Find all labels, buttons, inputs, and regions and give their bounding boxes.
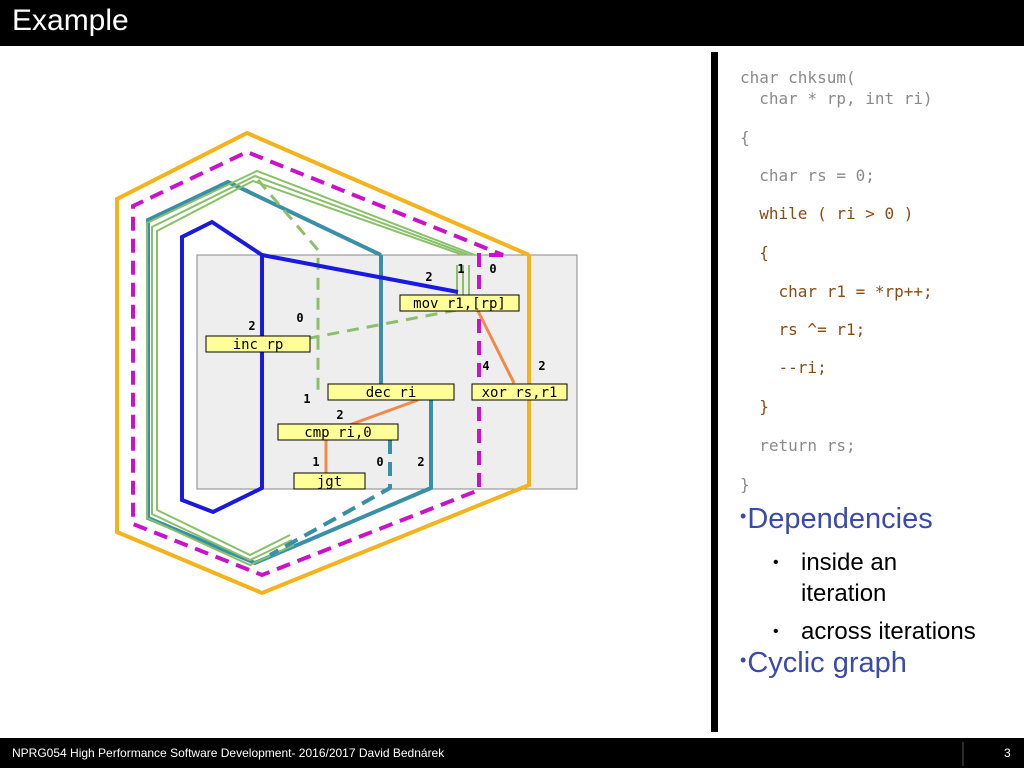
node-xor-label: xor rs,r1 [482, 385, 558, 401]
footer-bar: NPRG054 High Performance Software Develo… [0, 738, 1024, 768]
page-number: 3 [1004, 746, 1011, 760]
code-line: char * rp, int ri) [740, 89, 933, 108]
loop-blue [180, 219, 459, 515]
node-mov: mov r1,[rp] [399, 294, 520, 312]
latency-label: 2 [538, 359, 545, 373]
latency-label: 0 [489, 262, 496, 276]
latency-label: 2 [417, 455, 424, 469]
node-inc: inc rp [205, 335, 311, 353]
node-jgt: jgt [293, 472, 366, 490]
bullet-dot: • [740, 506, 747, 526]
footer-text: NPRG054 High Performance Software Develo… [12, 746, 445, 760]
code-line: char rs = 0; [740, 166, 875, 185]
bullet-text: Dependencies [747, 503, 933, 535]
bullet-inside-iteration: • inside an iteration [773, 547, 898, 609]
node-mov-label: mov r1,[rp] [413, 296, 506, 312]
code-line: while ( ri > 0 ) [740, 204, 914, 223]
code-line: { [740, 243, 769, 262]
bullet-text: Cyclic graph [747, 647, 907, 679]
bullet-dot: • [740, 650, 747, 670]
node-cmp-label: cmp ri,0 [304, 425, 371, 441]
latency-label: 1 [457, 262, 464, 276]
bullet-dependencies: •Dependencies [740, 503, 933, 536]
bullet-text: inside an [801, 549, 898, 576]
latency-label: 2 [336, 408, 343, 422]
node-inc-label: inc rp [233, 337, 284, 353]
vertical-divider [711, 52, 718, 732]
bullet-text: across iterations [801, 618, 976, 645]
footer-separator [962, 742, 964, 766]
latency-label: 2 [425, 270, 432, 284]
bullet-text: iteration [801, 580, 887, 607]
loop-green [146, 169, 476, 567]
bullet-dot: • [773, 623, 779, 640]
node-jgt-label: jgt [317, 474, 342, 490]
code-line: { [740, 128, 750, 147]
code-line: char r1 = *rp++; [740, 282, 933, 301]
loop-magenta-dashed [131, 149, 504, 578]
edges-green-dashed [256, 179, 458, 392]
slide-title: Example [12, 4, 129, 37]
latency-label: 1 [303, 392, 310, 406]
code-line: rs ^= r1; [740, 320, 866, 339]
code-line: return rs; [740, 436, 856, 455]
node-dec-label: dec ri [366, 385, 417, 401]
code-line: char chksum( [740, 68, 856, 87]
dependency-graph: mov r1,[rp] inc rp dec ri xor rs,r1 cmp … [115, 130, 578, 596]
latency-label: 0 [296, 311, 303, 325]
bullet-cyclic-graph: •Cyclic graph [740, 647, 907, 680]
node-dec: dec ri [327, 383, 455, 401]
node-xor: xor rs,r1 [471, 383, 568, 401]
title-bar: Example [0, 0, 1024, 46]
latency-label: 4 [482, 359, 489, 373]
diagram-panel [196, 254, 578, 490]
bullet-dot: • [773, 554, 779, 571]
code-line: } [740, 397, 769, 416]
latency-label: 0 [376, 455, 383, 469]
latency-label: 2 [248, 319, 255, 333]
latency-label: 1 [312, 455, 319, 469]
code-line: } [740, 475, 750, 494]
edge-teal-dashed [269, 440, 392, 557]
bullet-across-iterations: • across iterations [773, 616, 976, 647]
code-line: --ri; [740, 358, 827, 377]
loop-orange [115, 130, 531, 596]
node-cmp: cmp ri,0 [277, 423, 399, 441]
